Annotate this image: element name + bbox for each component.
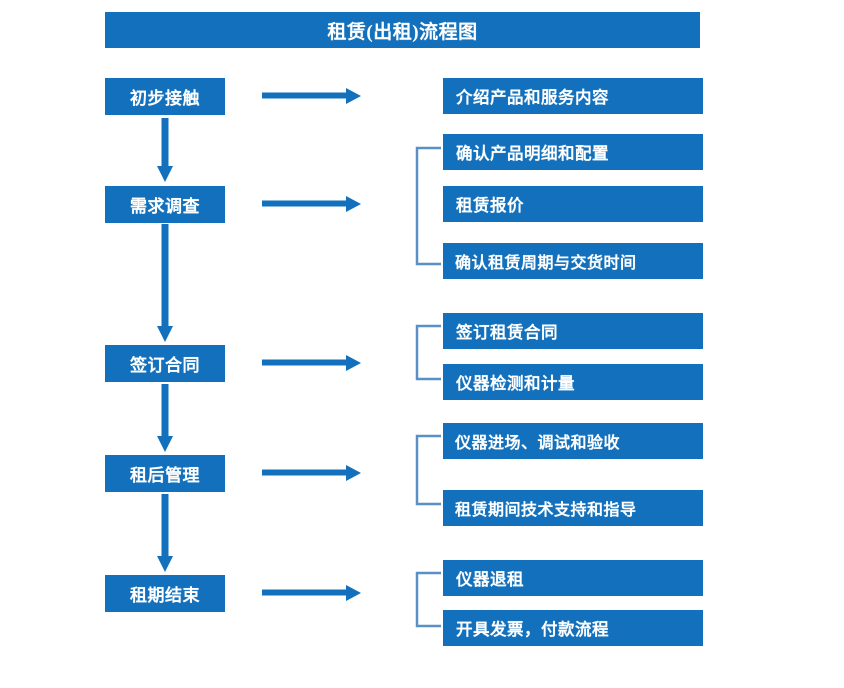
detail-label: 租赁期间技术支持和指导	[455, 502, 637, 519]
arrow-down-icon-3	[156, 384, 174, 454]
detail-box-invoice-payment[interactable]: 开具发票，付款流程	[443, 610, 703, 646]
stage-box-rental-end[interactable]: 租期结束	[105, 575, 225, 612]
arrow-right-icon-1	[262, 87, 362, 105]
detail-box-instrument-onsite-commissioning[interactable]: 仪器进场、调试和验收	[443, 423, 703, 459]
detail-box-introduce-products[interactable]: 介绍产品和服务内容	[443, 78, 703, 114]
detail-label: 租赁报价	[456, 196, 524, 215]
detail-box-instrument-inspection[interactable]: 仪器检测和计量	[443, 364, 703, 400]
stage-label: 需求调查	[130, 197, 200, 216]
stage-label: 租期结束	[130, 586, 200, 605]
detail-box-technical-support[interactable]: 租赁期间技术支持和指导	[443, 490, 703, 526]
group-bracket-sign-contract	[415, 324, 443, 381]
arrow-right-icon-5	[262, 584, 362, 602]
arrow-right-icon-4	[262, 464, 362, 482]
group-bracket-rental-end	[415, 571, 443, 628]
detail-box-rental-quote[interactable]: 租赁报价	[443, 186, 703, 222]
detail-label: 仪器进场、调试和验收	[455, 435, 621, 452]
stage-box-initial-contact[interactable]: 初步接触	[105, 78, 225, 115]
detail-box-confirm-product-spec[interactable]: 确认产品明细和配置	[443, 134, 703, 170]
stage-box-sign-contract[interactable]: 签订合同	[105, 345, 225, 382]
detail-label: 开具发票，付款流程	[456, 620, 609, 639]
page-title: 租赁(出租)流程图	[327, 21, 478, 43]
stage-box-post-rental-management[interactable]: 租后管理	[105, 455, 225, 492]
group-bracket-post-rental	[415, 434, 443, 506]
detail-box-confirm-period-delivery[interactable]: 确认租赁周期与交货时间	[443, 243, 703, 279]
stage-label: 租后管理	[130, 466, 200, 485]
detail-box-sign-rental-contract[interactable]: 签订租赁合同	[443, 313, 703, 349]
group-bracket-needs-survey	[415, 146, 443, 266]
detail-label: 签订租赁合同	[456, 323, 558, 342]
detail-label: 仪器检测和计量	[456, 374, 575, 393]
detail-label: 介绍产品和服务内容	[456, 88, 609, 107]
stage-label: 签订合同	[130, 356, 200, 375]
detail-label: 确认租赁周期与交货时间	[455, 255, 637, 272]
diagram-title-bar: 租赁(出租)流程图	[105, 12, 700, 48]
arrow-right-icon-2	[262, 195, 362, 213]
arrow-down-icon-4	[156, 494, 174, 574]
stage-label: 初步接触	[130, 89, 200, 108]
detail-box-instrument-return[interactable]: 仪器退租	[443, 560, 703, 596]
detail-label: 仪器退租	[456, 570, 524, 589]
arrow-down-icon-2	[156, 224, 174, 344]
arrow-down-icon-1	[156, 118, 174, 184]
arrow-right-icon-3	[262, 354, 362, 372]
detail-label: 确认产品明细和配置	[456, 144, 609, 163]
stage-box-needs-survey[interactable]: 需求调查	[105, 186, 225, 223]
